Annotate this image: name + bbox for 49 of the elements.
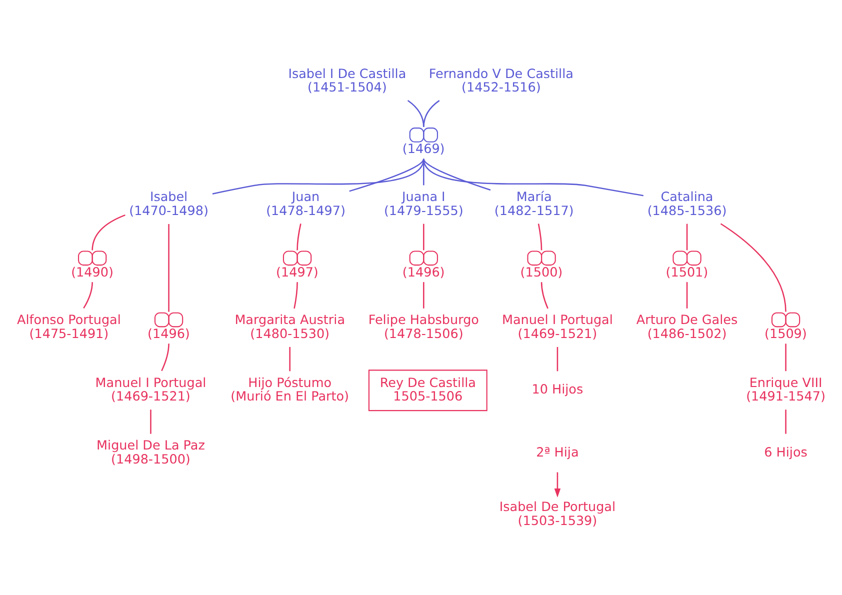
connector [212,158,424,194]
connector [423,158,644,196]
connector [785,409,786,434]
node-text: Manuel I Portugal (1469-1521) [95,375,206,404]
connector [538,223,542,250]
node-text: 10 Hijos [532,382,584,398]
node-text: Enrique VIII (1491-1547) [746,375,826,404]
connector [423,158,491,190]
connector [556,346,558,371]
node-text: Hijo Póstumo (Murió En El Parto) [230,375,350,404]
arrow [554,472,561,497]
node-text: Margarita Austria (1480-1530) [234,312,345,342]
node-box: Rey De Castilla 1505-1506 [368,369,488,411]
connector [161,343,170,371]
node-label: (1501) [666,264,708,280]
node-text: Fernando V De Castilla (1452-1516) [428,66,574,96]
connector [296,223,302,250]
node-text: Juana I (1479-1555) [384,189,464,218]
node-label: (1500) [520,264,563,280]
connector [423,100,440,127]
connector [289,346,290,371]
connector [686,282,688,308]
connector [294,282,298,308]
node-text: Manuel I Portugal (1469-1521) [502,312,613,342]
node-text: Isabel De Portugal (1503-1539) [499,500,616,528]
connector [720,222,786,312]
node-text: 6 Hijos [764,444,808,460]
node-text: Felipe Habsburgo (1478-1506) [368,312,479,342]
node-text: Juan (1478-1497) [266,189,346,218]
connector [540,282,548,308]
connector [349,158,424,192]
node-text: Isabel (1470-1498) [129,189,208,218]
connector [83,282,93,308]
node-text: 2ª Hija [536,444,579,460]
node-text: Catalina (1485-1536) [647,189,727,218]
node-label: (1497) [276,264,318,280]
connector [423,282,424,308]
node-text: Miguel De La Paz (1498-1500) [96,438,205,467]
node-text: Arturo De Gales (1486-1502) [636,312,738,342]
node-label: (1496) [402,264,445,280]
node-label: (1490) [71,264,114,280]
connector [785,343,786,371]
node-text: Isabel I De Castilla (1451-1504) [288,66,406,96]
node-text: Alfonso Portugal (1475-1491) [17,312,121,342]
node-label: (1509) [764,326,807,342]
node-text: María (1482-1517) [494,189,574,218]
connector [150,409,152,434]
node-label: (1469) [402,142,445,157]
node-label: (1496) [148,326,190,342]
